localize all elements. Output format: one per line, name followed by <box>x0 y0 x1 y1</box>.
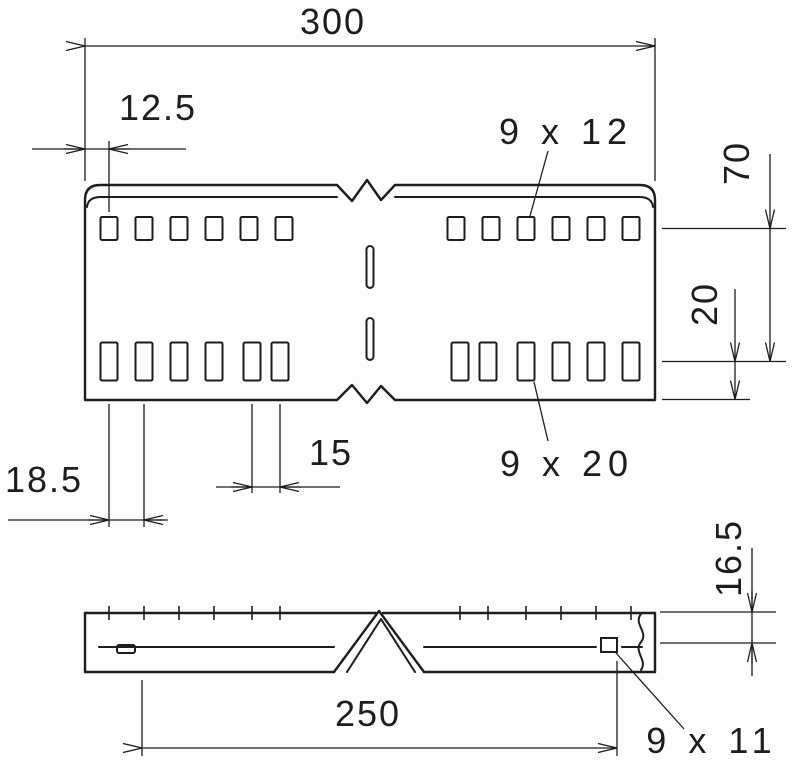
plate-inner-edge <box>86 196 654 208</box>
slot-9x12 <box>516 216 536 241</box>
top-view <box>83 178 657 405</box>
slot-9x12 <box>586 216 606 241</box>
slot-9x20 <box>586 341 606 382</box>
slot-9x20 <box>478 341 498 382</box>
center-slot <box>365 245 375 289</box>
dim-70-label: 70 <box>716 141 757 185</box>
label-bottom-slot-size: 9 x 20 <box>500 381 634 484</box>
plate-outline <box>83 178 657 405</box>
dim-12-5: 12.5 <box>32 87 197 212</box>
center-bend-outer <box>332 609 426 674</box>
leader-line <box>615 652 685 730</box>
end-hole-size-label: 9 x 11 <box>646 720 777 761</box>
slot-9x12 <box>481 216 501 241</box>
slot-9x20 <box>99 341 119 382</box>
slot-9x12 <box>204 216 224 241</box>
slot-9x20 <box>169 341 189 382</box>
leader-line <box>533 381 549 442</box>
dim-18-5: 18.5 <box>5 404 168 527</box>
dim-250-label: 250 <box>335 693 401 734</box>
center-bend-inner <box>346 618 416 673</box>
slot-9x20 <box>516 341 536 382</box>
dim-300: 300 <box>65 1 656 181</box>
slot-9x20 <box>204 341 224 382</box>
dim-18-5-label: 18.5 <box>5 459 83 500</box>
slot-9x12 <box>274 216 294 241</box>
dim-250: 250 <box>122 661 618 756</box>
slot-9x20 <box>134 341 154 382</box>
break-squiggle <box>637 613 645 671</box>
center-slot <box>365 317 375 361</box>
dim-20: 20 <box>662 282 750 401</box>
dim-70: 70 <box>662 141 786 363</box>
slot-9x20 <box>270 341 290 382</box>
slot-9x12 <box>169 216 189 241</box>
dim-20-label: 20 <box>684 282 725 326</box>
slot-9x12 <box>446 216 466 241</box>
side-view <box>83 606 657 674</box>
slot-9x20 <box>242 341 262 382</box>
slot-9x12 <box>134 216 154 241</box>
slot-9x12 <box>621 216 641 241</box>
slot-9x20 <box>621 341 641 382</box>
label-top-slot-size: 9 x 12 <box>499 111 633 217</box>
slot-row-bottom-right <box>450 341 641 382</box>
slot-9x20 <box>551 341 571 382</box>
dim-12-5-label: 12.5 <box>119 87 197 128</box>
top-slot-size-label: 9 x 12 <box>499 111 633 152</box>
slot-9x12 <box>551 216 571 241</box>
side-slot <box>116 644 136 654</box>
bottom-slot-size-label: 9 x 20 <box>500 443 634 484</box>
slot-9x20 <box>450 341 470 382</box>
dim-16-5-label: 16.5 <box>708 519 749 597</box>
dim-15-label: 15 <box>309 432 353 473</box>
slot-row-bottom-left <box>99 341 290 382</box>
slot-row-top-right <box>446 216 641 241</box>
dim-16-5: 16.5 <box>660 519 776 676</box>
slot-9x12 <box>99 216 119 241</box>
label-end-hole-size: 9 x 11 <box>615 652 777 761</box>
center-slots <box>365 245 375 361</box>
side-end-hole-9x11 <box>600 637 618 653</box>
leader-line <box>529 150 549 217</box>
hole-position-ticks <box>108 606 632 620</box>
dim-15: 15 <box>216 404 353 493</box>
slot-row-top-left <box>99 216 294 241</box>
dim-300-label: 300 <box>300 1 366 42</box>
slot-9x12 <box>239 216 259 241</box>
